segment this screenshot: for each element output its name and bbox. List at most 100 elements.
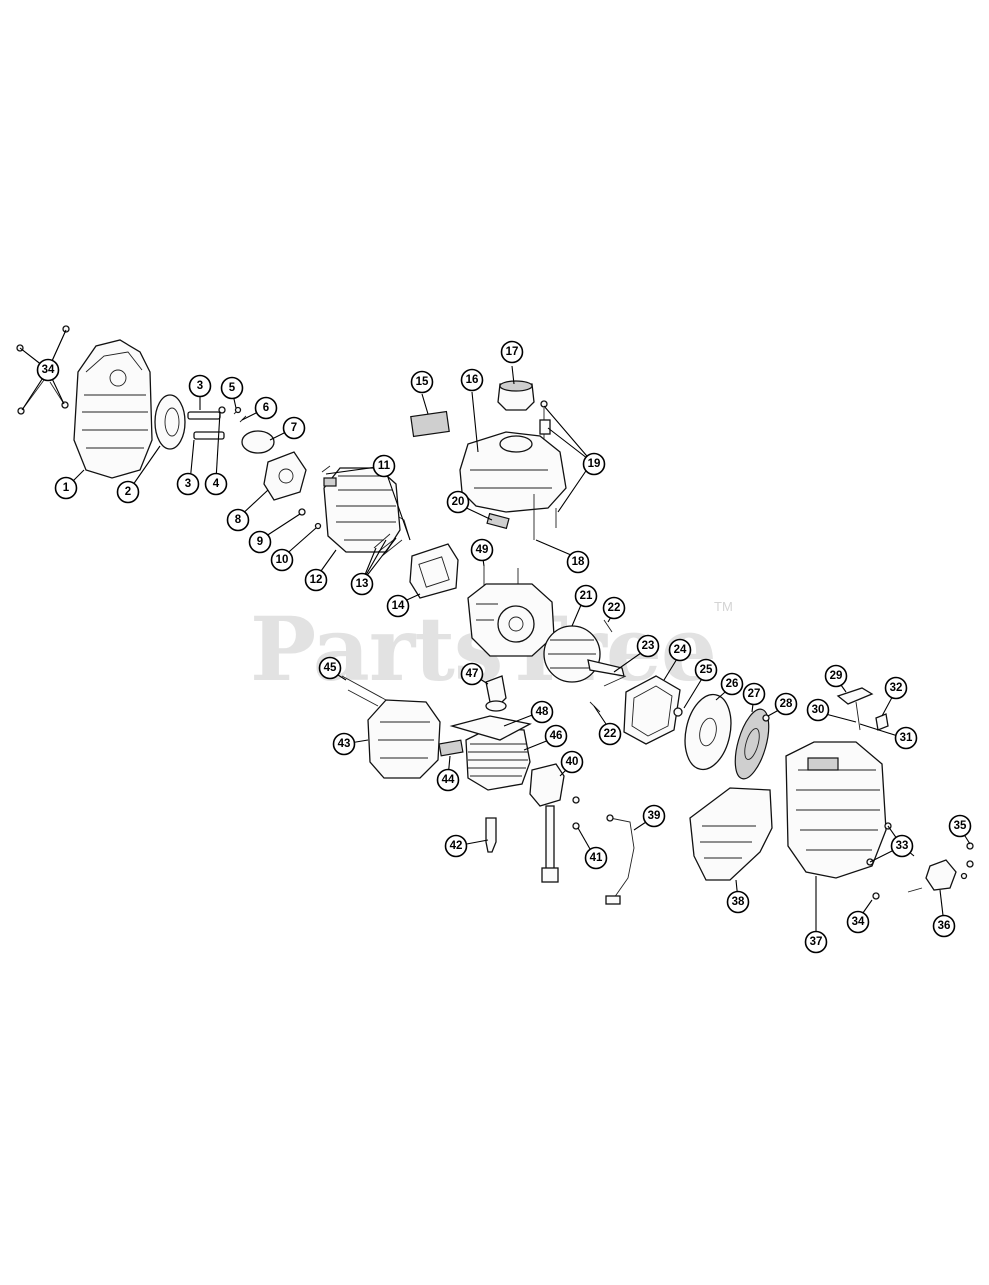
callout-44: 44 (436, 768, 460, 792)
svg-text:17: 17 (506, 346, 519, 358)
svg-text:29: 29 (830, 670, 843, 682)
callout-33: 33 (890, 834, 914, 858)
svg-text:22: 22 (604, 728, 617, 740)
svg-text:33: 33 (896, 840, 909, 852)
svg-text:26: 26 (726, 678, 739, 690)
callout-29: 29 (824, 664, 848, 688)
callout-1: 1 (54, 476, 78, 500)
svg-text:40: 40 (566, 756, 579, 768)
callout-14: 14 (386, 594, 410, 618)
callout-16: 16 (460, 368, 484, 392)
callout-45: 45 (318, 656, 342, 680)
svg-text:6: 6 (263, 402, 269, 414)
svg-text:3: 3 (197, 380, 203, 392)
svg-text:46: 46 (550, 730, 563, 742)
starter-housing (785, 741, 887, 879)
clutch-housing (73, 339, 153, 479)
callout-15: 15 (410, 370, 434, 394)
callout-30: 30 (806, 698, 830, 722)
svg-text:16: 16 (466, 374, 479, 386)
callout-2: 2 (116, 480, 140, 504)
callout-40: 40 (560, 750, 584, 774)
callout-31: 31 (894, 726, 918, 750)
svg-text:27: 27 (748, 688, 761, 700)
svg-text:28: 28 (780, 698, 793, 710)
svg-text:14: 14 (392, 600, 405, 612)
callout-47: 47 (460, 662, 484, 686)
svg-text:7: 7 (291, 422, 297, 434)
svg-text:34: 34 (852, 916, 865, 928)
callout-34-top: 34 (36, 358, 60, 382)
svg-text:32: 32 (890, 682, 903, 694)
svg-text:43: 43 (338, 738, 351, 750)
svg-text:23: 23 (642, 640, 655, 652)
engine-cover (689, 787, 773, 881)
callout-43: 43 (332, 732, 356, 756)
callout-41: 41 (584, 846, 608, 870)
svg-text:22: 22 (608, 602, 621, 614)
callout-22-top: 22 (602, 596, 626, 620)
callout-26: 26 (720, 672, 744, 696)
callout-8: 8 (226, 508, 250, 532)
callout-42: 42 (444, 834, 468, 858)
svg-text:47: 47 (466, 668, 479, 680)
callout-35: 35 (948, 814, 972, 838)
svg-text:42: 42 (450, 840, 463, 852)
svg-text:2: 2 (125, 486, 131, 498)
svg-text:21: 21 (580, 590, 593, 602)
callout-38: 38 (726, 890, 750, 914)
clutch-drum (154, 394, 186, 450)
svg-text:41: 41 (590, 852, 603, 864)
callout-3-bottom: 3 (176, 472, 200, 496)
svg-text:10: 10 (276, 554, 289, 566)
svg-text:31: 31 (900, 732, 913, 744)
crankcase (467, 583, 555, 657)
callout-22-bottom: 22 (598, 722, 622, 746)
parts-art (16, 325, 974, 905)
callout-25: 25 (694, 658, 718, 682)
callout-48: 48 (530, 700, 554, 724)
svg-text:37: 37 (810, 936, 823, 948)
svg-text:25: 25 (700, 664, 713, 676)
callout-28: 28 (774, 692, 798, 716)
svg-text:18: 18 (572, 556, 585, 568)
callout-4: 4 (204, 472, 228, 496)
svg-text:30: 30 (812, 704, 825, 716)
svg-text:4: 4 (213, 478, 220, 490)
svg-text:19: 19 (588, 458, 601, 470)
ignition-module (529, 763, 580, 883)
callout-10: 10 (270, 548, 294, 572)
callout-23: 23 (636, 634, 660, 658)
svg-text:38: 38 (732, 896, 745, 908)
callout-7: 7 (282, 416, 306, 440)
callout-21: 21 (574, 584, 598, 608)
svg-text:13: 13 (356, 578, 369, 590)
callout-18: 18 (566, 550, 590, 574)
callout-13: 13 (350, 572, 374, 596)
svg-text:5: 5 (229, 382, 236, 394)
callout-3-top: 3 (188, 374, 212, 398)
svg-text:11: 11 (378, 460, 391, 472)
svg-text:8: 8 (235, 514, 242, 526)
callout-11: 11 (372, 454, 396, 478)
callout-32: 32 (884, 676, 908, 700)
svg-text:12: 12 (310, 574, 323, 586)
callout-49: 49 (470, 538, 494, 562)
svg-text:39: 39 (648, 810, 661, 822)
callout-19: 19 (582, 452, 606, 476)
flywheel (543, 625, 625, 683)
callout-5: 5 (220, 376, 244, 400)
svg-text:49: 49 (476, 544, 489, 556)
fuel-tank (459, 431, 567, 513)
callout-9: 9 (248, 530, 272, 554)
callout-12: 12 (304, 568, 328, 592)
clutch-shoes (187, 406, 226, 440)
watermark-trademark: TM (714, 599, 733, 614)
svg-text:24: 24 (674, 644, 687, 656)
callout-17: 17 (500, 340, 524, 364)
callout-36: 36 (932, 914, 956, 938)
svg-text:45: 45 (324, 662, 337, 674)
callout-6: 6 (254, 396, 278, 420)
svg-text:15: 15 (416, 376, 429, 388)
